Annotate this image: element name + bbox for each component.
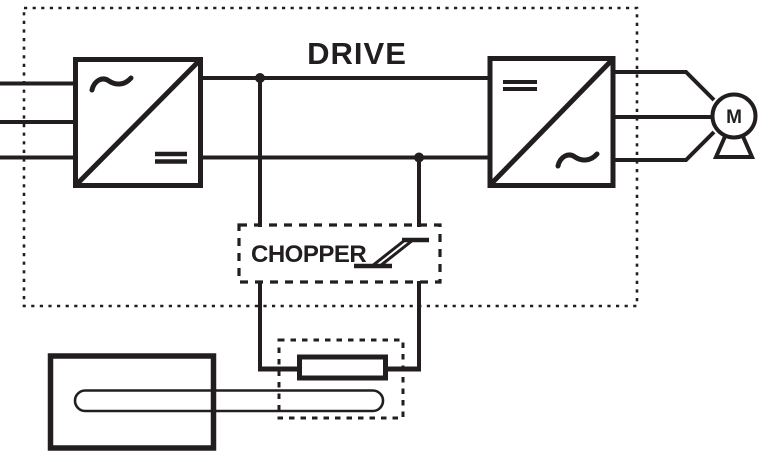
dc-bars-icon xyxy=(155,151,187,164)
heating-tube xyxy=(73,389,385,413)
sine-wave-icon xyxy=(555,151,600,169)
switch-ramp-2 xyxy=(379,238,414,268)
inverter-diagonal xyxy=(490,59,613,185)
junction-dot-negative xyxy=(414,152,424,163)
motor-output-lines xyxy=(613,70,716,162)
dc-bars-icon xyxy=(503,80,537,91)
heater-tank-box xyxy=(47,353,217,451)
chopper-switch-icon xyxy=(354,237,429,269)
dc-bus xyxy=(200,73,491,227)
motor: M xyxy=(710,92,758,159)
braking-resistor-unit xyxy=(258,281,421,420)
switch-ramp-1 xyxy=(371,238,406,268)
inverter-block xyxy=(487,56,616,188)
sine-wave-icon xyxy=(89,75,134,93)
resistor-body xyxy=(297,354,388,381)
motor-label: M xyxy=(726,107,742,128)
chopper-box xyxy=(237,223,442,284)
motor-line-1 xyxy=(613,70,716,102)
junction-dot-positive xyxy=(255,73,265,83)
rectifier-diagonal xyxy=(75,59,201,186)
motor-circle-icon xyxy=(710,92,758,140)
motor-line-3 xyxy=(613,130,716,162)
rectifier-block xyxy=(73,57,203,188)
three-phase-input-lines xyxy=(0,81,75,160)
resistor-dashed-box xyxy=(277,338,405,420)
chopper-unit: CHOPPER xyxy=(237,223,442,284)
chopper-label: CHOPPER xyxy=(251,241,366,268)
drive-title: DRIVE xyxy=(307,36,407,71)
